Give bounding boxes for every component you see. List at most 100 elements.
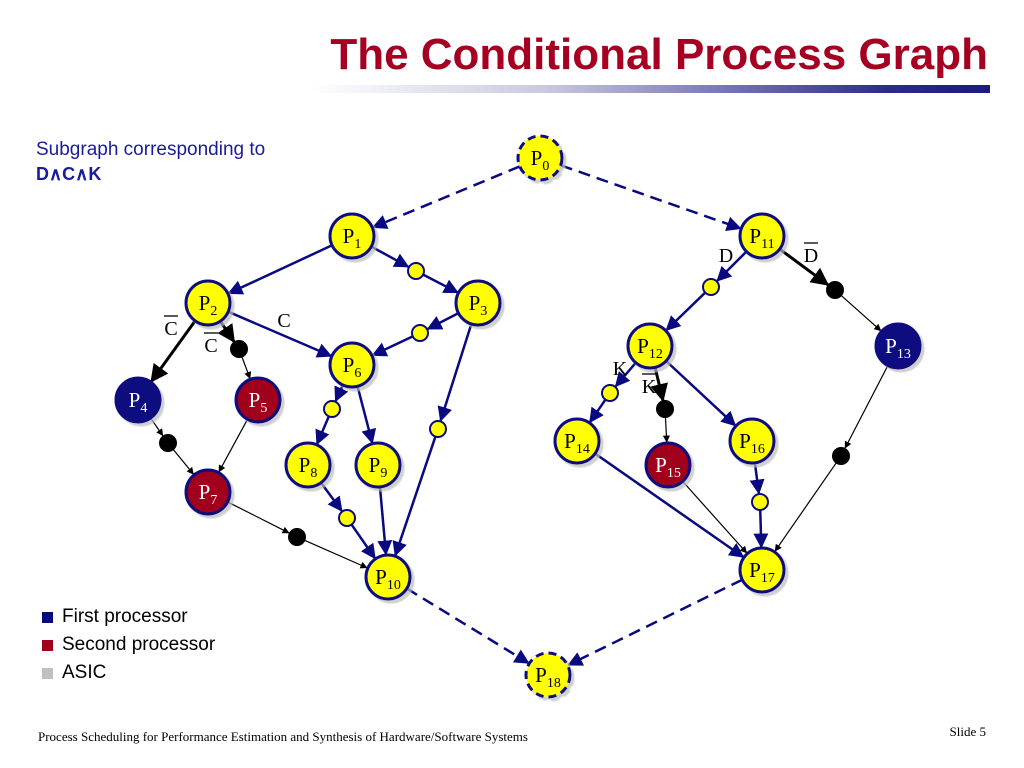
graph-edge [406, 587, 530, 665]
condition-label-text: K [642, 376, 657, 398]
graph-edge [650, 367, 668, 402]
graph-edge [665, 291, 707, 332]
graph-edge [716, 250, 748, 282]
process-node-p4: P4 [114, 376, 162, 424]
process-node-circle [516, 134, 564, 182]
condition-label: C [204, 332, 218, 357]
graph-edge [844, 365, 889, 449]
condition-label: D [804, 242, 818, 267]
communication-node [411, 324, 429, 342]
legend-item-second-processor: Second processor [42, 631, 215, 659]
process-node-label: P15 [655, 453, 681, 481]
graph-edge [371, 335, 414, 357]
communication-node [751, 493, 769, 511]
process-node-circle [626, 322, 674, 370]
communication-node-dark [656, 400, 674, 418]
graph-edge [392, 436, 437, 557]
process-node-p2: P2 [184, 279, 232, 327]
process-node-p12: P12 [626, 322, 674, 370]
process-node-p18: P18 [524, 651, 572, 699]
condition-label-text: C [164, 318, 177, 340]
process-node-label: P14 [564, 429, 590, 457]
process-node-circle [114, 376, 162, 424]
process-node-p7: P7 [184, 468, 232, 516]
process-node-circle [644, 441, 692, 489]
slide-number: Slide 5 [949, 724, 986, 739]
communication-node [702, 278, 720, 296]
process-node-p9: P9 [354, 441, 402, 489]
graph-edge [227, 310, 333, 358]
process-node-circle [524, 651, 572, 699]
legend: First processor Second processor ASIC [42, 603, 215, 687]
legend-swatch [42, 639, 53, 651]
graph-edge [227, 244, 333, 295]
process-node-p17: P17 [738, 546, 786, 594]
communication-node [429, 420, 447, 438]
process-node-p11: P11 [738, 212, 786, 260]
condition-label: C [277, 310, 290, 332]
graph-edge [774, 462, 837, 552]
graph-edge [589, 398, 607, 424]
process-node-p14: P14 [553, 417, 601, 465]
process-node-p13: P13 [874, 322, 922, 370]
condition-label: K [613, 358, 628, 380]
condition-label-text: D [804, 245, 818, 267]
graph-edge [377, 486, 393, 556]
process-node-circle [354, 441, 402, 489]
process-node-circle [874, 322, 922, 370]
process-node-circle [234, 376, 282, 424]
process-node-p8: P8 [284, 441, 332, 489]
footer-text: Process Scheduling for Performance Estim… [38, 729, 528, 744]
process-node-label: P13 [885, 334, 911, 362]
graph-edge [172, 448, 194, 475]
communication-node-dark [826, 281, 844, 299]
process-node-label: P5 [249, 388, 268, 416]
subtitle: Subgraph corresponding to D∧C∧K [36, 138, 265, 186]
graph-edge [662, 416, 671, 443]
communication-node [323, 400, 341, 418]
communication-node [407, 262, 425, 280]
communication-nodes [159, 262, 850, 546]
subtitle-condition-expression: D∧C∧K [36, 164, 102, 184]
communication-node [601, 384, 619, 402]
process-node-circle [728, 417, 776, 465]
legend-item-asic: ASIC [42, 659, 215, 687]
graph-edge [334, 384, 349, 403]
process-node-label: P11 [749, 224, 774, 252]
graph-edge [320, 481, 343, 512]
graph-edge [217, 320, 236, 344]
communication-node-dark [832, 447, 850, 465]
process-node-p3: P3 [454, 279, 502, 327]
graph-edge [356, 385, 377, 445]
process-node-circle [553, 417, 601, 465]
condition-label: K [642, 373, 657, 398]
graph-edge [218, 419, 249, 473]
process-node-label: P1 [343, 224, 362, 252]
process-node-label: P8 [299, 453, 318, 481]
graph-edges [150, 164, 889, 666]
graph-edge [778, 247, 830, 286]
graph-edge [614, 361, 637, 388]
graph-edge [437, 323, 473, 422]
graph-edge [241, 356, 252, 380]
graph-edge [840, 294, 882, 332]
graph-edge [426, 311, 460, 330]
legend-swatch [42, 667, 53, 679]
graph-edge [350, 523, 376, 560]
process-node-label: P18 [535, 663, 561, 691]
legend-label: Second processor [62, 634, 216, 655]
communication-node-dark [288, 528, 306, 546]
condition-label-text: C [277, 310, 290, 332]
condition-label-text: C [204, 335, 217, 357]
legend-label: ASIC [62, 662, 107, 683]
process-node-label: P2 [199, 291, 218, 319]
process-node-circle [454, 279, 502, 327]
process-node-label: P4 [129, 388, 148, 416]
process-node-p5: P5 [234, 376, 282, 424]
graph-edge [227, 501, 290, 534]
legend-swatch [42, 611, 53, 623]
process-node-label: P7 [199, 480, 218, 508]
